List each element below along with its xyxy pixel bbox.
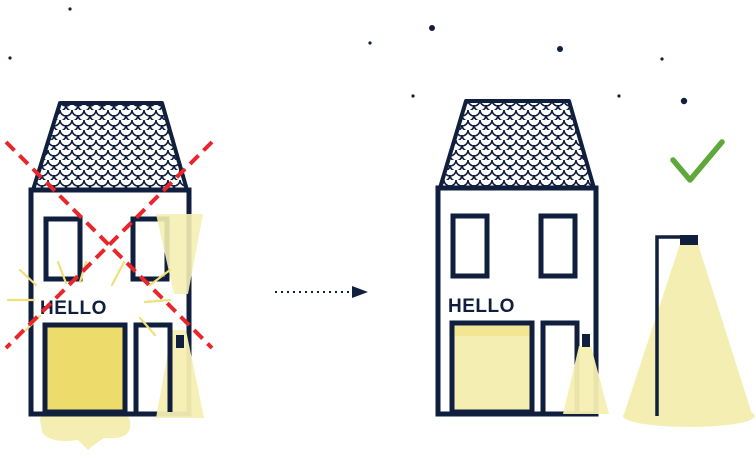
right-house-roof [440, 101, 594, 188]
left-upper-left-window [46, 219, 80, 279]
left-house: HELLO [6, 103, 212, 450]
left-house-roof [33, 103, 187, 190]
right-sign-text: HELLO [448, 296, 515, 317]
right-shop-window [452, 323, 532, 412]
left-wall-lamp [176, 335, 184, 348]
street-lamp [623, 235, 755, 427]
left-sign-text: HELLO [40, 298, 107, 319]
star [368, 41, 371, 44]
star [681, 98, 687, 104]
star [557, 46, 563, 52]
star [8, 56, 11, 59]
right-wall-lamp [582, 334, 590, 347]
star [429, 25, 435, 31]
right-upper-left-window [453, 216, 487, 276]
dotted-arrow-right-icon [275, 286, 368, 298]
star [68, 7, 71, 10]
right-house: HELLO [438, 101, 609, 414]
star [411, 94, 414, 97]
street-lamp-head [680, 235, 698, 245]
left-shop-window [45, 325, 125, 412]
street-lamp-light-cone [624, 244, 752, 414]
night-sky-stars [8, 7, 687, 104]
green-checkmark-icon [673, 142, 722, 180]
right-shop-window-inner [455, 326, 529, 336]
ground-light-spill [40, 412, 130, 450]
right-upper-right-window [541, 216, 575, 276]
star [617, 94, 620, 97]
star [660, 57, 663, 60]
